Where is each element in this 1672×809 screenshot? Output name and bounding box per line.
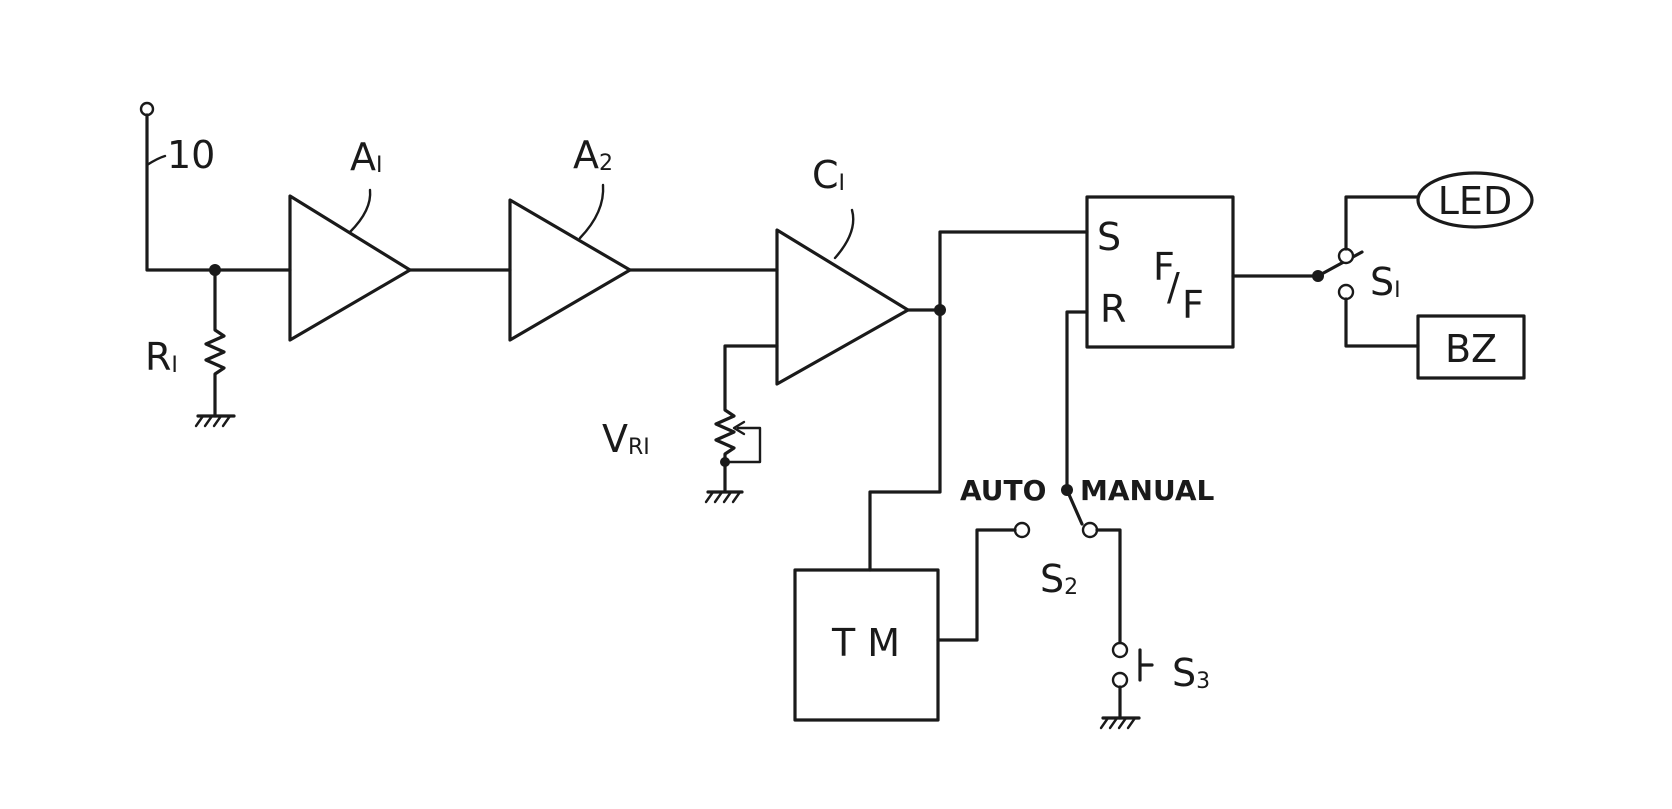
label-auto: AUTO: [960, 474, 1046, 507]
led-indicator: [1416, 171, 1534, 229]
label-manual: MANUAL: [1080, 474, 1215, 507]
label-c1: CI: [812, 153, 845, 197]
leader-c1: [833, 208, 855, 260]
input-terminal: [139, 101, 217, 272]
label-a1: AI: [350, 135, 383, 179]
label-s1: SI: [1370, 260, 1401, 304]
label-tm: T M: [831, 621, 900, 665]
label-input-ref: 10: [167, 133, 215, 177]
flip-flop-ff: [1085, 195, 1235, 349]
ff-set-input: S: [1097, 215, 1121, 259]
wire-tm-auto: [936, 528, 1017, 642]
wire-reset: [1065, 310, 1089, 492]
wire-manual-s3: [1095, 528, 1122, 644]
leader-a1: [348, 188, 372, 234]
timer-tm: [793, 568, 940, 722]
variable-resistor-vr1: [704, 344, 779, 504]
amplifier-a1: [288, 194, 412, 342]
ff-f1: F: [1153, 245, 1175, 289]
amplifier-a2: [508, 198, 632, 342]
switch-s1: [1316, 195, 1420, 348]
label-r1: RI: [145, 335, 178, 379]
label-s3: S3: [1172, 651, 1210, 695]
wire-to-set: [938, 230, 1089, 312]
resistor-r1: [194, 268, 236, 428]
comparator-c1: [775, 228, 910, 386]
push-button-s3: [1099, 641, 1154, 730]
label-vr1: VRI: [602, 417, 650, 461]
label-bz: BZ: [1445, 327, 1497, 371]
label-s2: S2: [1040, 557, 1078, 601]
ff-f2: F: [1182, 283, 1204, 327]
label-led: LED: [1438, 179, 1512, 223]
ff-slash: /: [1167, 265, 1180, 309]
wire-to-tm: [868, 308, 942, 572]
leader-a2: [578, 183, 605, 240]
ff-reset-input: R: [1100, 287, 1126, 331]
buzzer-bz: [1416, 314, 1526, 380]
label-a2: A2: [573, 133, 613, 177]
